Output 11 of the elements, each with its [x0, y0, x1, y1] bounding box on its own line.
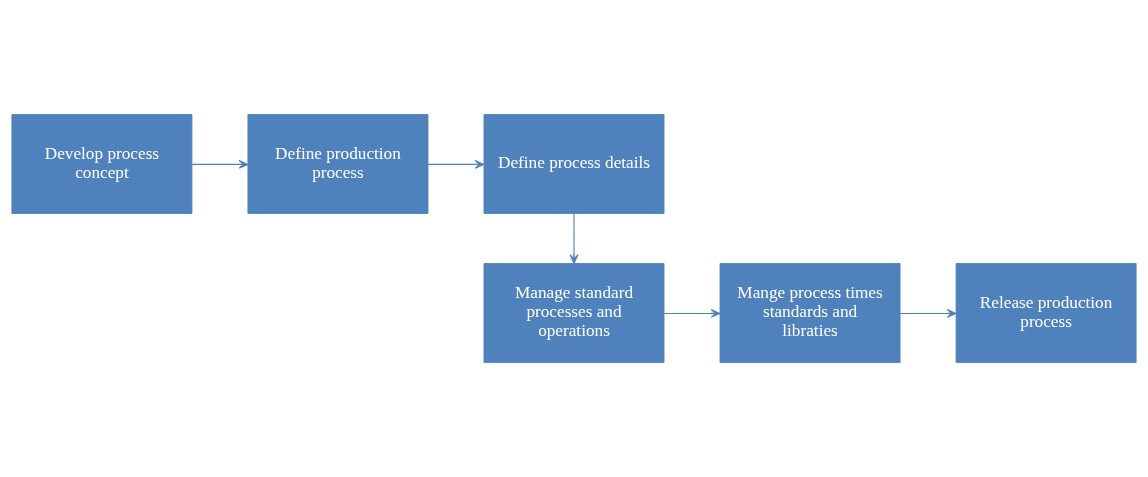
node-box: Manage standard processes and operations [483, 263, 665, 363]
arrow [663, 309, 721, 318]
arrow [569, 213, 579, 264]
arrow [191, 160, 249, 169]
node-box: Develop process concept [11, 114, 193, 214]
node-box: Define process details [483, 114, 665, 214]
node-box: Define production process [247, 114, 429, 214]
node-box: Release production process [955, 263, 1137, 363]
arrow [427, 160, 485, 169]
arrow [899, 309, 957, 318]
node-box: Mange process times standards and libraties [719, 263, 901, 363]
